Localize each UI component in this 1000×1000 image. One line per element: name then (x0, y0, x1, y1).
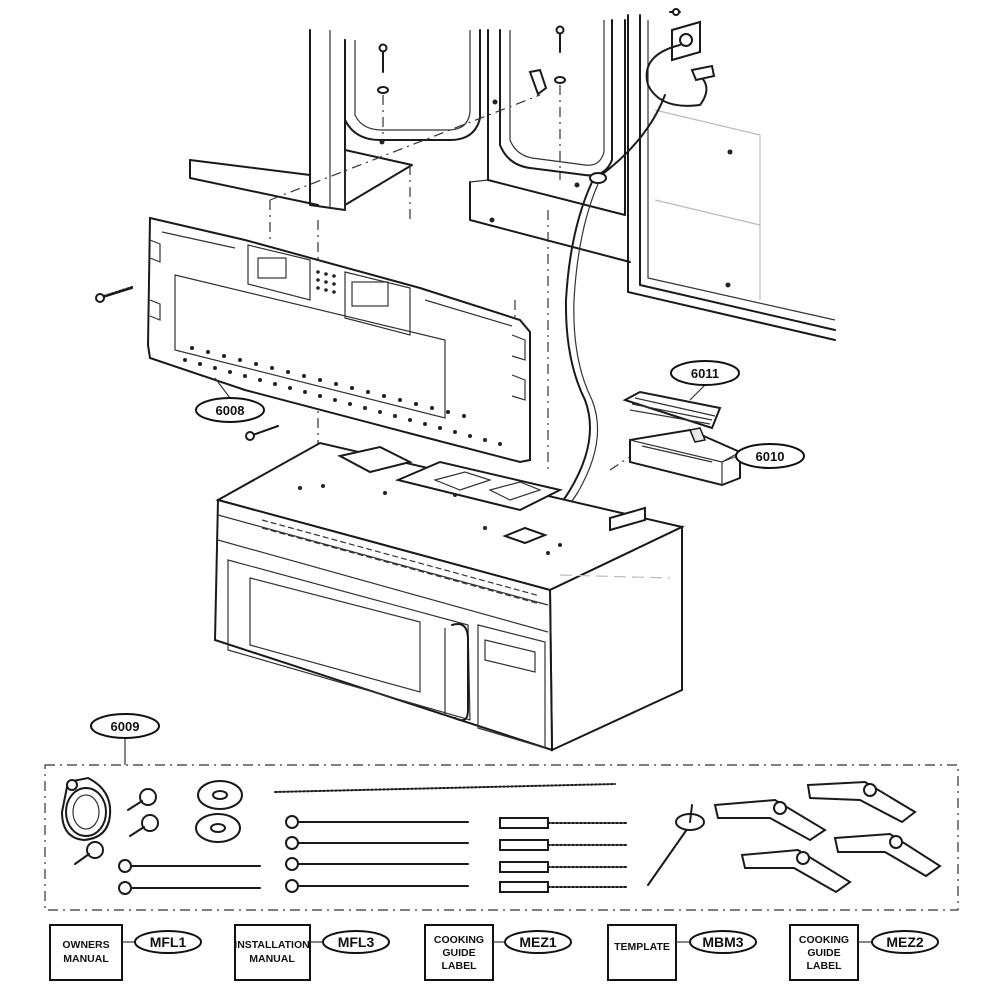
svg-text:MEZ2: MEZ2 (886, 934, 924, 950)
toggle-wing-2 (806, 780, 917, 824)
svg-text:MFL3: MFL3 (338, 934, 375, 950)
doc-installation-manual: INSTALLATION MANUAL MFL3 (234, 924, 390, 981)
toggle-bolt-pin (647, 804, 705, 886)
svg-text:MBM3: MBM3 (702, 934, 743, 950)
washer-2 (195, 813, 241, 843)
svg-text:MANUAL: MANUAL (63, 953, 109, 965)
doc-cooking-guide-label-1: COOKING GUIDE LABEL MEZ1 (424, 924, 572, 981)
long-bolts (118, 815, 469, 895)
svg-text:GUIDE: GUIDE (807, 947, 840, 959)
svg-text:GUIDE: GUIDE (442, 947, 475, 959)
doc-cooking-guide-label-2: COOKING GUIDE LABEL MEZ2 (789, 924, 939, 981)
plate-bottom-holes (183, 346, 502, 446)
doc-template: TEMPLATE MBM3 (607, 924, 757, 981)
svg-text:COOKING: COOKING (434, 934, 484, 946)
top-bolt-left (377, 43, 389, 94)
toggle-wing (528, 68, 548, 96)
toggle-wing-4 (740, 848, 852, 894)
svg-text:OWNERS: OWNERS (62, 939, 109, 951)
hardware-kit-border (44, 764, 959, 911)
callout-6008: 6008 (195, 377, 265, 423)
callout-6010: 6010 (721, 443, 805, 469)
svg-text:6010: 6010 (756, 449, 785, 464)
hardware-kit-parts (60, 776, 942, 895)
small-screw-2 (129, 814, 159, 837)
power-outlet (599, 8, 716, 177)
callout-6009: 6009 (90, 713, 160, 765)
svg-text:MEZ1: MEZ1 (519, 934, 557, 950)
top-bolt-right (554, 25, 566, 84)
svg-text:6009: 6009 (111, 719, 140, 734)
cord-clamp (60, 776, 112, 842)
toggle-wing-3 (833, 832, 942, 878)
front-vent-slots (261, 519, 541, 605)
svg-text:INSTALLATION: INSTALLATION (234, 939, 309, 951)
svg-text:6011: 6011 (691, 366, 719, 381)
plate-vent-holes (316, 270, 336, 294)
small-screw-3 (74, 841, 104, 865)
small-screw-1 (127, 788, 157, 811)
microwave-oven (213, 441, 686, 752)
svg-text:COOKING: COOKING (799, 934, 849, 946)
washer-1 (197, 780, 243, 810)
toggle-wing-1 (713, 798, 827, 842)
svg-text:MFL1: MFL1 (150, 934, 187, 950)
plate-screw-bottom (245, 425, 279, 441)
svg-text:LABEL: LABEL (442, 960, 478, 972)
power-cord (531, 172, 607, 535)
svg-text:MANUAL: MANUAL (249, 953, 295, 965)
mounting-plate (146, 216, 531, 464)
damper-housing (629, 427, 741, 487)
doc-owners-manual: OWNERS MANUAL MFL1 (49, 924, 202, 981)
svg-text:LABEL: LABEL (807, 960, 843, 972)
damper-flap (622, 390, 722, 430)
upper-cabinets (189, 14, 836, 341)
threaded-rod (274, 783, 616, 793)
svg-text:TEMPLATE: TEMPLATE (614, 941, 670, 953)
svg-text:6008: 6008 (216, 403, 245, 418)
callout-6011: 6011 (670, 360, 740, 401)
wood-screws (499, 817, 629, 893)
plate-screw-left (95, 286, 133, 303)
